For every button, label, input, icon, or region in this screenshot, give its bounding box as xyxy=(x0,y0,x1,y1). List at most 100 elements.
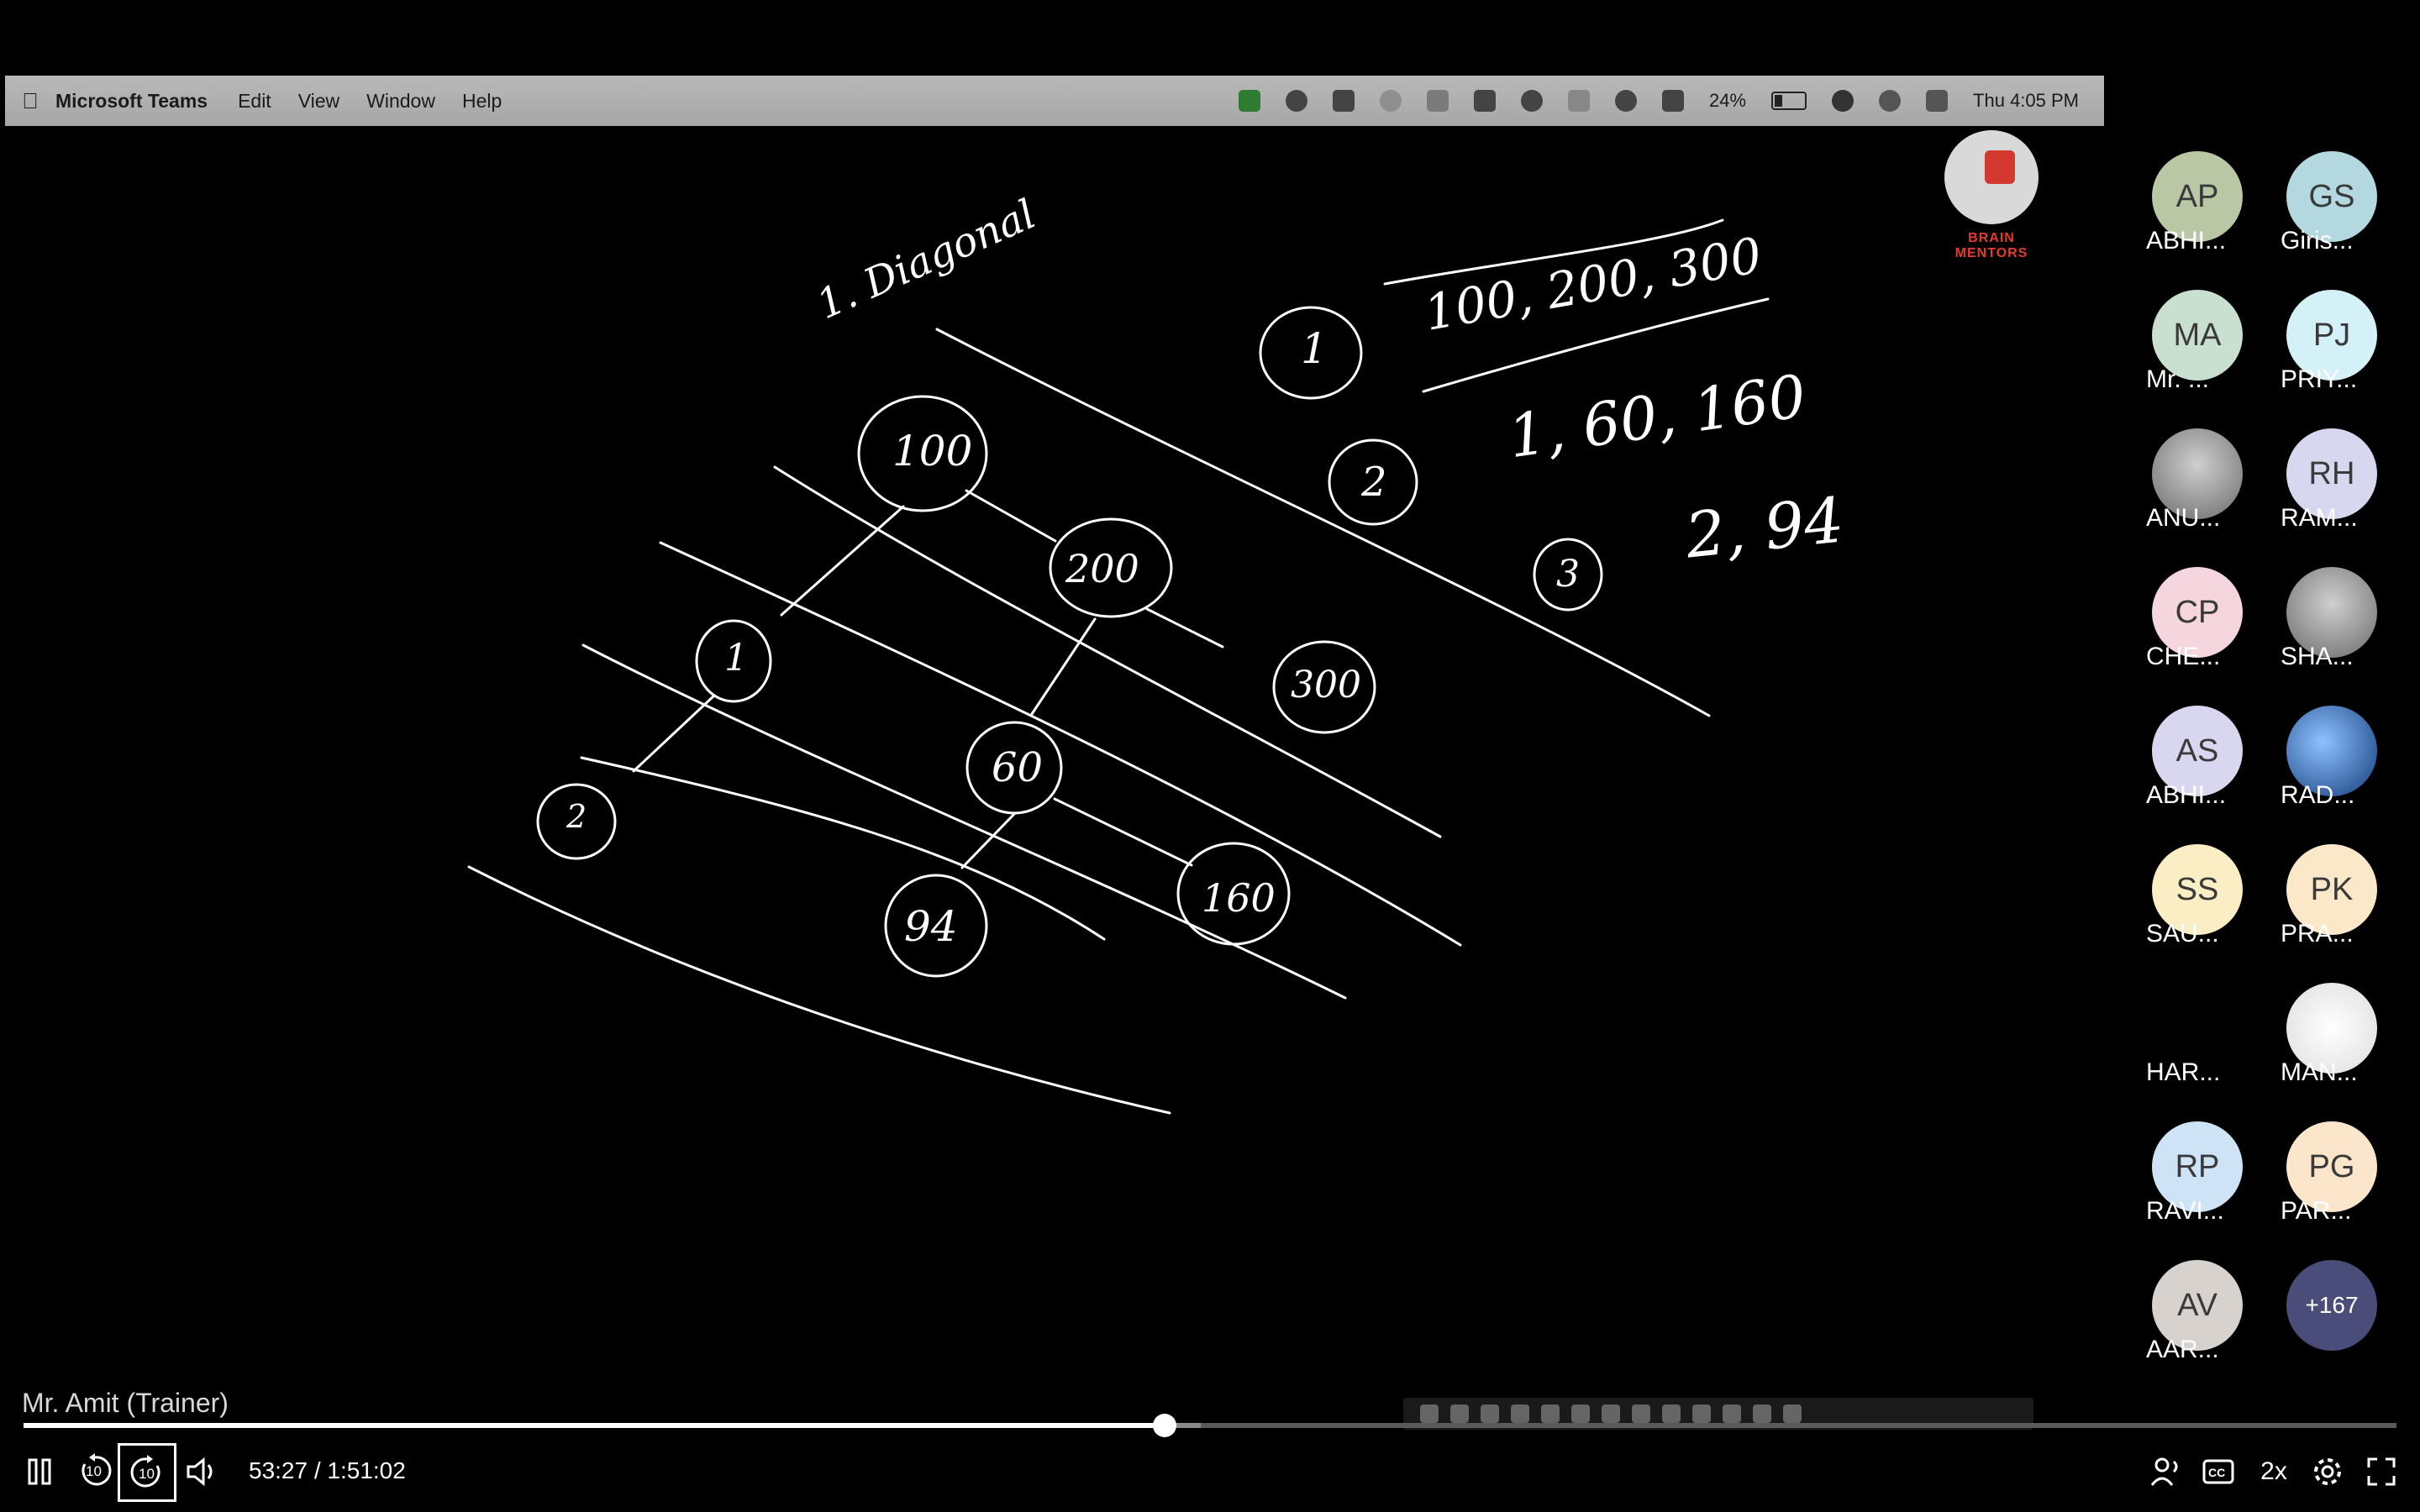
menu-view[interactable]: View xyxy=(297,89,340,112)
avatar xyxy=(2152,428,2243,519)
pointer-tool-icon[interactable] xyxy=(1420,1404,1439,1423)
skip-forward-seconds: 10 xyxy=(139,1466,155,1482)
eraser-tool-icon[interactable] xyxy=(1632,1404,1650,1423)
participant-tile[interactable]: MAN... xyxy=(2269,983,2395,1087)
marker-tool-icon[interactable] xyxy=(1541,1404,1560,1423)
brightness-tray-icon[interactable] xyxy=(1427,90,1449,112)
bluetooth-off-icon[interactable] xyxy=(1568,90,1590,112)
pause-icon xyxy=(28,1458,51,1485)
text-tool-icon[interactable] xyxy=(1571,1404,1590,1423)
battery-icon[interactable] xyxy=(1771,92,1807,110)
diagonal-line-5 xyxy=(580,756,1106,941)
display-tray-icon[interactable] xyxy=(1474,90,1496,112)
time-display: 53:27 / 1:51:02 xyxy=(249,1457,406,1483)
screen-share-tray-icon[interactable] xyxy=(1333,90,1355,112)
speaker-icon xyxy=(187,1457,213,1487)
play-circle-tray-icon[interactable] xyxy=(1615,90,1637,112)
pencil-tool-icon[interactable] xyxy=(1481,1404,1499,1423)
rectangle-tool-icon[interactable] xyxy=(1692,1404,1711,1423)
node-circle-94 xyxy=(884,874,988,978)
battery-percent: 24% xyxy=(1709,90,1747,111)
avatar: CP xyxy=(2152,567,2243,658)
participant-tile[interactable]: RAD... xyxy=(2269,706,2395,810)
node-circle-200 xyxy=(1049,517,1173,618)
avatar: PG xyxy=(2286,1121,2377,1212)
headphones-tray-icon[interactable] xyxy=(1521,90,1543,112)
node-circle-160 xyxy=(1176,842,1291,946)
d-app-tray-icon[interactable] xyxy=(1286,90,1307,112)
pause-button[interactable] xyxy=(24,1455,57,1488)
color-tool-icon[interactable] xyxy=(1753,1404,1771,1423)
volume-button[interactable] xyxy=(185,1455,218,1488)
shape-tool-icon[interactable] xyxy=(1602,1404,1620,1423)
list3-number: 3 xyxy=(1556,553,1580,596)
menu-app-name[interactable]: Microsoft Teams xyxy=(55,89,208,112)
participant-name: HAR... xyxy=(2146,1058,2221,1086)
connector-60-160 xyxy=(1053,797,1193,867)
avatar-initials: RH xyxy=(2308,455,2355,491)
arrow-tool-icon[interactable] xyxy=(1723,1404,1741,1423)
cursor-tool-icon[interactable] xyxy=(1662,1404,1681,1423)
teams-tray-icon[interactable] xyxy=(1239,90,1260,112)
list1-number: 1 xyxy=(1301,324,1328,373)
menu-window[interactable]: Window xyxy=(366,89,435,112)
settings-button[interactable] xyxy=(2311,1455,2344,1488)
highlighter-tool-icon[interactable] xyxy=(1511,1404,1529,1423)
connector-100-200 xyxy=(965,489,1057,543)
participant-tile[interactable]: +167 xyxy=(2269,1260,2395,1351)
participant-tile[interactable]: HAR... xyxy=(2134,983,2260,1087)
participant-tile[interactable]: PG PAR... xyxy=(2269,1121,2395,1226)
menu-clock: Thu 4:05 PM xyxy=(1973,90,2079,111)
captions-button[interactable]: CC xyxy=(2202,1457,2235,1487)
menu-help[interactable]: Help xyxy=(461,89,502,112)
input-source-icon[interactable] xyxy=(1662,90,1684,112)
scrubber-handle[interactable] xyxy=(1153,1414,1177,1437)
avatar: SS xyxy=(2152,844,2243,935)
participant-name: PRA... xyxy=(2281,920,2354,948)
node-circle-2 xyxy=(536,783,617,860)
audio-description-button[interactable] xyxy=(2149,1455,2183,1488)
participant-tile[interactable]: SHA... xyxy=(2269,567,2395,671)
pen-tool-icon[interactable] xyxy=(1450,1404,1469,1423)
avatar-tray-icon[interactable] xyxy=(1380,90,1402,112)
skip-back-seconds: 10 xyxy=(86,1463,102,1479)
avatar-initials: CP xyxy=(2175,594,2220,630)
playback-speed-button[interactable]: 2x xyxy=(2260,1457,2287,1485)
participant-name: SAU... xyxy=(2146,920,2219,948)
participant-name: PAR... xyxy=(2281,1197,2352,1225)
avatar-initials: MA xyxy=(2173,317,2222,353)
control-center-icon[interactable] xyxy=(1926,90,1949,112)
avatar: RH xyxy=(2286,428,2377,519)
spotlight-search-icon[interactable] xyxy=(1879,90,1902,112)
participant-name: RAD... xyxy=(2281,781,2355,809)
avatar xyxy=(2286,706,2377,796)
participant-name: Giris... xyxy=(2281,227,2354,255)
avatar-initials: PG xyxy=(2308,1148,2355,1184)
video-progress-bar[interactable] xyxy=(24,1414,2396,1437)
participant-name: ANU... xyxy=(2146,504,2221,532)
connector-100-1 xyxy=(780,505,905,617)
settings-tool-icon[interactable] xyxy=(1783,1404,1802,1423)
skip-forward-button[interactable]: 10 xyxy=(118,1443,176,1502)
skip-back-button[interactable]: 10 xyxy=(76,1452,114,1490)
avatar: MA xyxy=(2152,290,2243,381)
wifi-icon[interactable] xyxy=(1832,90,1854,112)
apple-icon[interactable]:  xyxy=(5,88,55,114)
node-label-200: 200 xyxy=(1065,546,1139,591)
participant-tile[interactable]: ANU... xyxy=(2134,428,2260,533)
whiteboard-drawing xyxy=(467,218,1770,1115)
fullscreen-button[interactable] xyxy=(2365,1455,2398,1488)
menu-edit[interactable]: Edit xyxy=(238,89,271,112)
list-circle-1 xyxy=(1259,306,1363,400)
